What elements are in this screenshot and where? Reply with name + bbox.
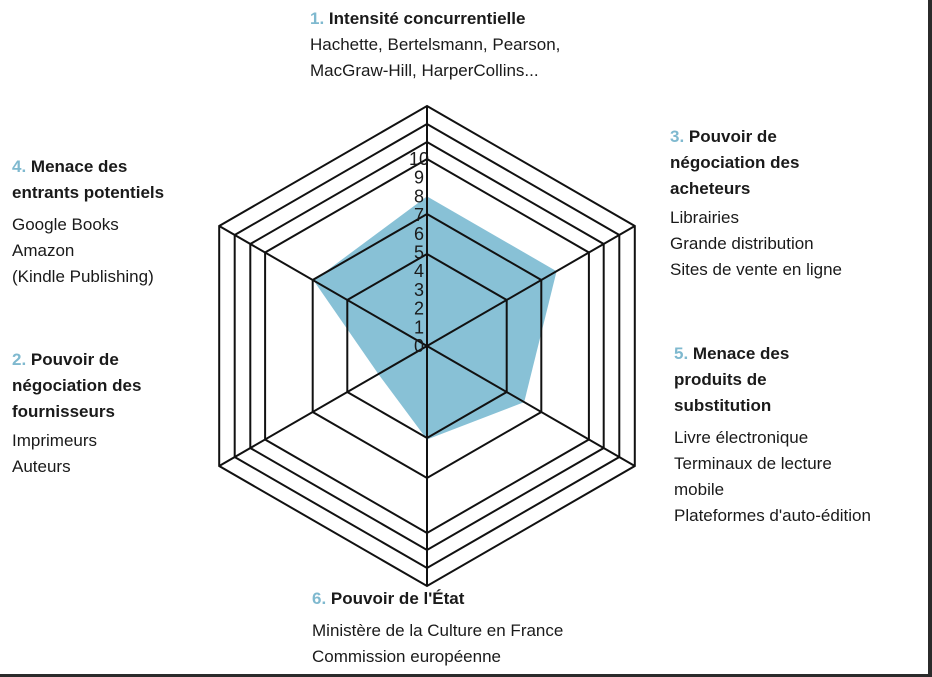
- tick-label: 9: [414, 168, 424, 188]
- axis-2-title: négociation des: [12, 376, 142, 395]
- axis-3-title: négociation des: [670, 153, 800, 172]
- axis-line: [218, 345, 428, 467]
- tick-label: 8: [414, 186, 424, 206]
- window-frame-right: [928, 0, 932, 677]
- axis-6-title: Pouvoir de l'État: [330, 589, 465, 608]
- axis-3-title: acheteurs: [670, 179, 751, 198]
- axis-2-title: Pouvoir de: [30, 350, 119, 369]
- axis-1-item: Hachette, Bertelsmann, Pearson,: [310, 35, 561, 54]
- axis-2-item: Auteurs: [12, 457, 71, 476]
- axis-2-item: Imprimeurs: [12, 431, 98, 450]
- axis-6-number: 6.: [312, 589, 327, 608]
- axis-2-title: fournisseurs: [12, 402, 115, 421]
- axis-4-item: (Kindle Publishing): [12, 267, 154, 286]
- axis-5-title: produits de: [674, 370, 767, 389]
- tick-label: 5: [414, 243, 424, 263]
- axis-4-number: 4.: [12, 157, 27, 176]
- tick-label: 3: [414, 280, 424, 300]
- axis-5-title: Menace des: [692, 344, 790, 363]
- axis-4-item: Google Books: [12, 215, 119, 234]
- axis-label-2: 2. Pouvoir de négociation des fournisseu…: [12, 347, 141, 480]
- tick-label: 10: [409, 149, 429, 169]
- axis-line: [426, 345, 636, 467]
- axis-5-item: Terminaux de lecture: [674, 454, 832, 473]
- axis-3-item: Sites de vente en ligne: [670, 260, 843, 279]
- axis-6-item: Ministère de la Culture en France: [312, 621, 564, 640]
- axis-label-6: 6. Pouvoir de l'État Ministère de la Cul…: [312, 586, 563, 670]
- axis-6-item: Commission européenne: [312, 647, 501, 666]
- tick-label: 7: [414, 205, 424, 225]
- axis-3-number: 3.: [670, 127, 685, 146]
- axis-1-number: 1.: [310, 9, 325, 28]
- axis-1-title: Intensité concurrentielle: [328, 9, 526, 28]
- axis-3-item: Librairies: [670, 208, 739, 227]
- axis-label-4: 4. Menace des entrants potentiels Google…: [12, 154, 164, 290]
- window-frame-bottom: [0, 674, 932, 677]
- axis-3-title: Pouvoir de: [688, 127, 777, 146]
- tick-label: 1: [414, 317, 424, 337]
- axis-label-1: 1. Intensité concurrentielle Hachette, B…: [310, 6, 560, 84]
- axis-5-item: mobile: [674, 480, 725, 499]
- tick-label: 0: [414, 336, 424, 356]
- axis-5-title: substitution: [674, 396, 772, 415]
- axis-line: [218, 225, 428, 347]
- axis-1-item: MacGraw-Hill, HarperCollins...: [310, 61, 539, 80]
- axis-line: [426, 225, 636, 347]
- axis-2-number: 2.: [12, 350, 27, 369]
- axis-label-3: 3. Pouvoir de négociation des acheteurs …: [670, 124, 842, 283]
- axis-3-item: Grande distribution: [670, 234, 814, 253]
- axis-5-number: 5.: [674, 344, 689, 363]
- axis-4-title: entrants potentiels: [12, 183, 165, 202]
- axis-4-title: Menace des: [30, 157, 128, 176]
- tick-label: 4: [414, 261, 424, 281]
- tick-label: 6: [414, 224, 424, 244]
- axis-5-item: Livre électronique: [674, 428, 809, 447]
- data-area: [313, 196, 557, 440]
- axis-5-item: Plateformes d'auto-édition: [674, 506, 871, 525]
- axis-4-item: Amazon: [12, 241, 75, 260]
- tick-label: 2: [414, 299, 424, 319]
- axis-label-5: 5. Menace des produits de substitution L…: [674, 341, 871, 529]
